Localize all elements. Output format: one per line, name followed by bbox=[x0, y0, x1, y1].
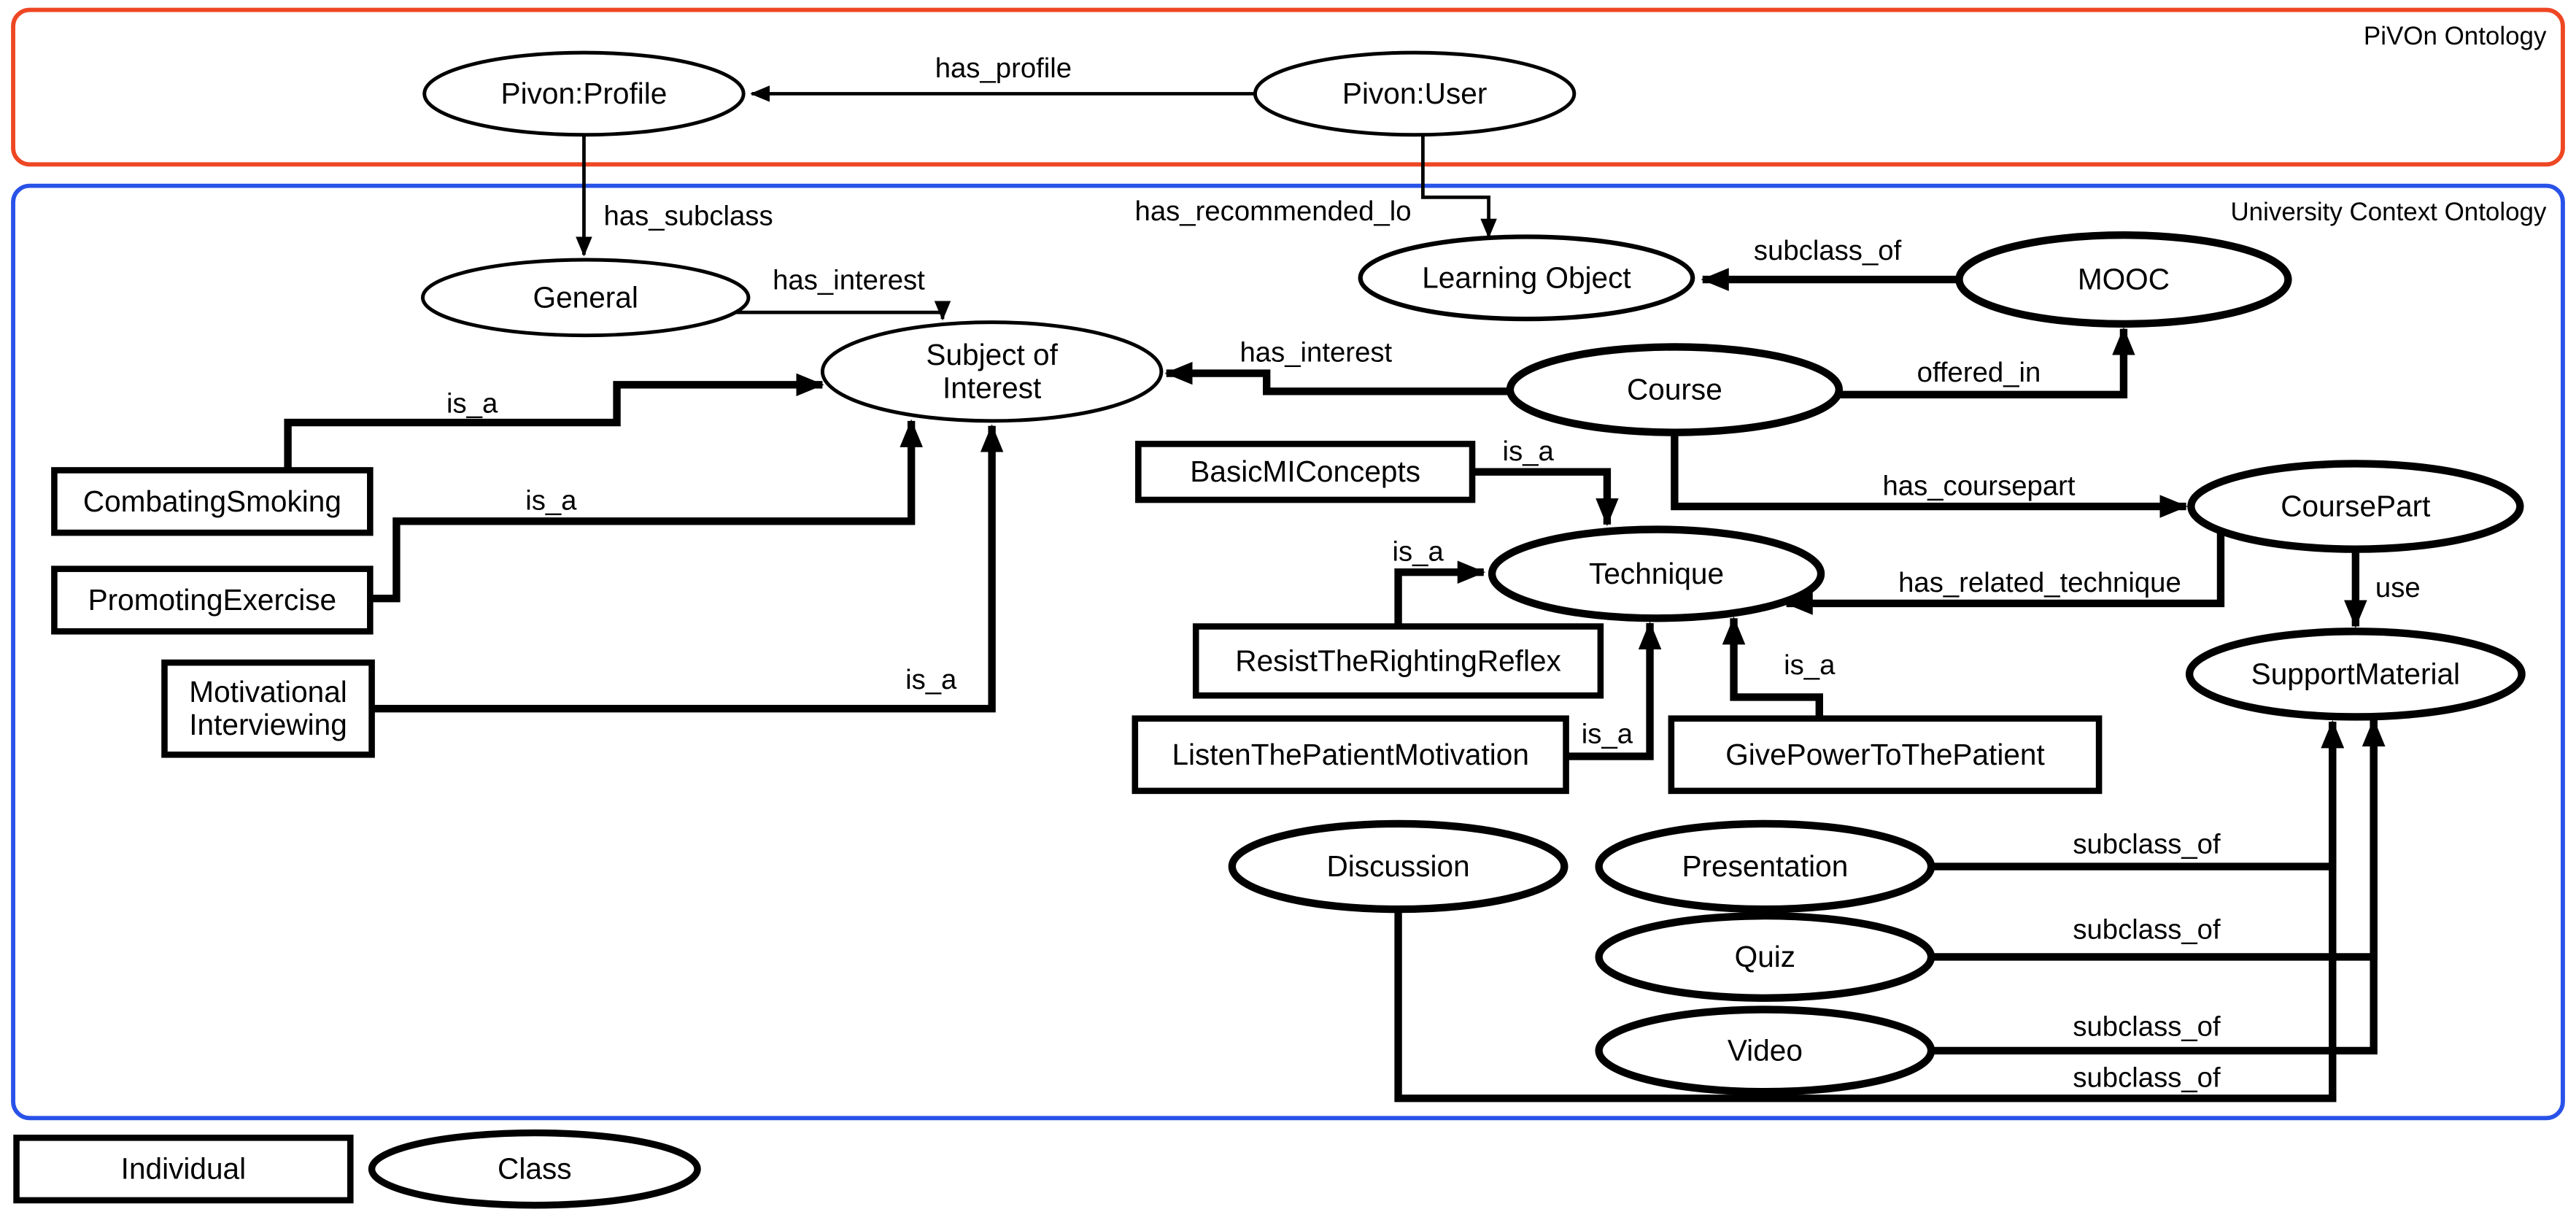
edge-combating-smoking-is-a bbox=[284, 373, 824, 471]
node-give-power-to-the-patient-label: GivePowerToThePatient bbox=[1725, 738, 2045, 771]
node-combating-smoking-label: CombatingSmoking bbox=[83, 484, 341, 518]
university-context-ontology-box bbox=[11, 183, 2565, 1121]
node-support-material-class-ellipse bbox=[2185, 628, 2526, 721]
node-basic-mi-concepts-label: BasicMIConcepts bbox=[1190, 455, 1420, 488]
edge-resist-is-a bbox=[1394, 560, 1486, 627]
node-video-label: Video bbox=[1728, 1033, 1803, 1067]
edge-has-recommended-lo-label: has_recommended_lo bbox=[1135, 196, 1412, 227]
pivon-ontology-box bbox=[11, 7, 2565, 167]
node-course-part-label: CoursePart bbox=[2281, 490, 2430, 523]
node-learning-object-label: Learning Object bbox=[1422, 260, 1631, 294]
node-legend-individual-individual-box bbox=[13, 1135, 354, 1204]
edge-course-has-interest bbox=[1164, 361, 1510, 395]
node-listen-the-patient-motivation-individual-box bbox=[1132, 715, 1569, 795]
node-subject-of-interest-class-ellipse bbox=[820, 320, 1164, 423]
node-support-material-label: SupportMaterial bbox=[2251, 657, 2460, 690]
node-mooc-label: MOOC bbox=[2078, 263, 2170, 296]
node-combating-smoking-individual-box bbox=[51, 467, 374, 536]
edge-general-has-interest-label: has_interest bbox=[773, 265, 925, 296]
edge-has-coursepart bbox=[1671, 432, 2188, 518]
edge-has-recommended-lo bbox=[1421, 134, 1497, 239]
node-technique-label: Technique bbox=[1589, 557, 1724, 590]
node-promoting-exercise-individual-box bbox=[51, 565, 374, 635]
edge-give-power-is-a-label: is_a bbox=[1784, 649, 1836, 681]
edge-resist-is-a-label: is_a bbox=[1392, 536, 1444, 567]
edge-video-subclass-of-label: subclass_of bbox=[2073, 1011, 2221, 1043]
edge-discussion-subclass-of-label: subclass_of bbox=[2073, 1062, 2221, 1093]
node-legend-class-label: Class bbox=[498, 1152, 571, 1186]
university-context-ontology-box-label: University Context Ontology bbox=[2230, 198, 2546, 226]
node-resist-the-righting-reflex-individual-box bbox=[1192, 623, 1604, 699]
edge-promoting-exercise-is-a bbox=[370, 419, 923, 603]
node-pivon-profile-class-ellipse bbox=[422, 50, 746, 137]
node-pivon-user-class-ellipse bbox=[1253, 50, 1577, 137]
edge-has-profile-label: has_profile bbox=[935, 53, 1072, 84]
edge-motivational-interviewing-is-a bbox=[371, 424, 1004, 713]
node-general-label: General bbox=[533, 280, 638, 314]
node-pivon-user-label: Pivon:User bbox=[1342, 77, 1487, 110]
node-course-part-class-ellipse bbox=[2187, 460, 2524, 553]
edge-general-has-interest bbox=[735, 301, 951, 321]
node-course-label: Course bbox=[1627, 373, 1722, 406]
node-discussion-label: Discussion bbox=[1326, 849, 1469, 883]
edge-motivational-interviewing-is-a-label: is_a bbox=[905, 664, 957, 695]
edge-has-related-technique-label: has_related_technique bbox=[1898, 567, 2181, 598]
edge-offered-in bbox=[1837, 327, 2135, 398]
node-mooc-class-ellipse bbox=[1955, 231, 2292, 328]
edge-listen-is-a-label: is_a bbox=[1582, 719, 1633, 750]
edge-video-subclass-of bbox=[1931, 718, 2386, 1055]
edge-basic-mi-concepts-is-a-label: is_a bbox=[1503, 436, 1555, 467]
edge-has-coursepart-label: has_coursepart bbox=[1882, 470, 2075, 501]
node-listen-the-patient-motivation-label: ListenThePatientMotivation bbox=[1172, 738, 1528, 771]
node-legend-individual-label: Individual bbox=[121, 1152, 246, 1186]
edge-use-label: use bbox=[2375, 572, 2421, 603]
node-give-power-to-the-patient-individual-box bbox=[1668, 715, 2103, 795]
edge-offered-in-label: offered_in bbox=[1917, 357, 2041, 388]
edge-combating-smoking-is-a-label: is_a bbox=[446, 388, 498, 420]
node-presentation-class-ellipse bbox=[1595, 819, 1935, 914]
edge-promoting-exercise-is-a-label: is_a bbox=[525, 485, 577, 517]
edge-discussion-subclass-of bbox=[1394, 719, 2345, 1103]
node-resist-the-righting-reflex-label: ResistTheRightingReflex bbox=[1235, 644, 1561, 677]
node-quiz-class-ellipse bbox=[1595, 911, 1935, 1002]
node-basic-mi-concepts-individual-box bbox=[1135, 441, 1476, 503]
node-presentation-label: Presentation bbox=[1682, 849, 1848, 883]
node-legend-class-class-ellipse bbox=[368, 1129, 701, 1209]
node-course-class-ellipse bbox=[1506, 343, 1844, 436]
edge-layer: has_profile has_subclass has_recommended_l… bbox=[284, 53, 2421, 1103]
node-motivational-interviewing-individual-box bbox=[161, 659, 375, 758]
edge-presentation-subclass-of-label: subclass_of bbox=[2073, 829, 2221, 860]
node-learning-object-class-ellipse bbox=[1358, 234, 1695, 322]
edge-course-has-interest-label: has_interest bbox=[1239, 337, 1392, 368]
edge-give-power-is-a bbox=[1722, 617, 1823, 719]
edge-has-related-technique bbox=[1784, 530, 2225, 615]
edge-has-subclass-label: has_subclass bbox=[604, 201, 773, 232]
node-quiz-label: Quiz bbox=[1735, 940, 1795, 973]
edge-mooc-subclass-of-label: subclass_of bbox=[1754, 235, 1902, 266]
node-promoting-exercise-label: PromotingExercise bbox=[88, 583, 337, 617]
pivon-ontology-box-label: PiVOn Ontology bbox=[2364, 22, 2547, 50]
node-discussion-class-ellipse bbox=[1228, 819, 1569, 914]
node-video-class-ellipse bbox=[1595, 1005, 1935, 1096]
node-general-class-ellipse bbox=[421, 258, 751, 338]
edge-basic-mi-concepts-is-a bbox=[1472, 468, 1619, 527]
edge-listen-is-a bbox=[1566, 621, 1662, 760]
edge-quiz-subclass-of-label: subclass_of bbox=[2073, 914, 2221, 946]
node-technique-class-ellipse bbox=[1488, 525, 1825, 622]
node-pivon-profile-label: Pivon:Profile bbox=[501, 77, 668, 110]
